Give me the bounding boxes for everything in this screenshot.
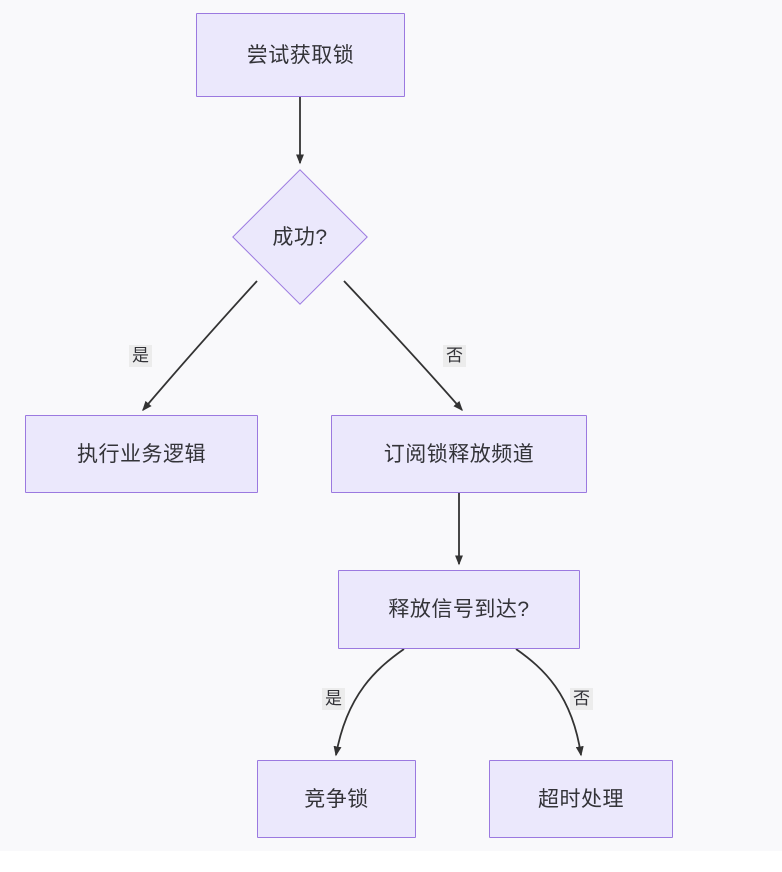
node-label: 成功? <box>272 225 328 249</box>
node-success-decision[interactable]: 成功? <box>232 169 368 305</box>
edge-label-yes-bottom: 是 <box>322 688 345 710</box>
node-label: 执行业务逻辑 <box>77 442 206 466</box>
edge-label-no-top: 否 <box>443 345 466 367</box>
node-attempt-acquire-lock[interactable]: 尝试获取锁 <box>196 13 405 97</box>
node-label: 超时处理 <box>538 787 624 811</box>
node-label: 订阅锁释放频道 <box>383 442 535 466</box>
edge-success-no-to-subscribe <box>343 280 463 412</box>
node-subscribe-lock-release-channel[interactable]: 订阅锁释放频道 <box>331 415 587 493</box>
edge-signal-no-to-timeout <box>515 648 584 757</box>
node-label: 尝试获取锁 <box>246 43 355 67</box>
node-label: 竞争锁 <box>304 787 369 811</box>
node-timeout-handling[interactable]: 超时处理 <box>489 760 673 838</box>
edge-label-no-bottom: 否 <box>570 688 593 710</box>
edge-signal-yes-to-compete <box>333 648 405 757</box>
node-compete-lock[interactable]: 竞争锁 <box>257 760 416 838</box>
edge-label-yes-top: 是 <box>129 345 152 367</box>
node-execute-business-logic[interactable]: 执行业务逻辑 <box>25 415 258 493</box>
node-label: 释放信号到达? <box>388 598 530 621</box>
edge-success-yes-to-business <box>142 280 258 412</box>
node-release-signal-arrived[interactable]: 释放信号到达? <box>338 570 580 649</box>
